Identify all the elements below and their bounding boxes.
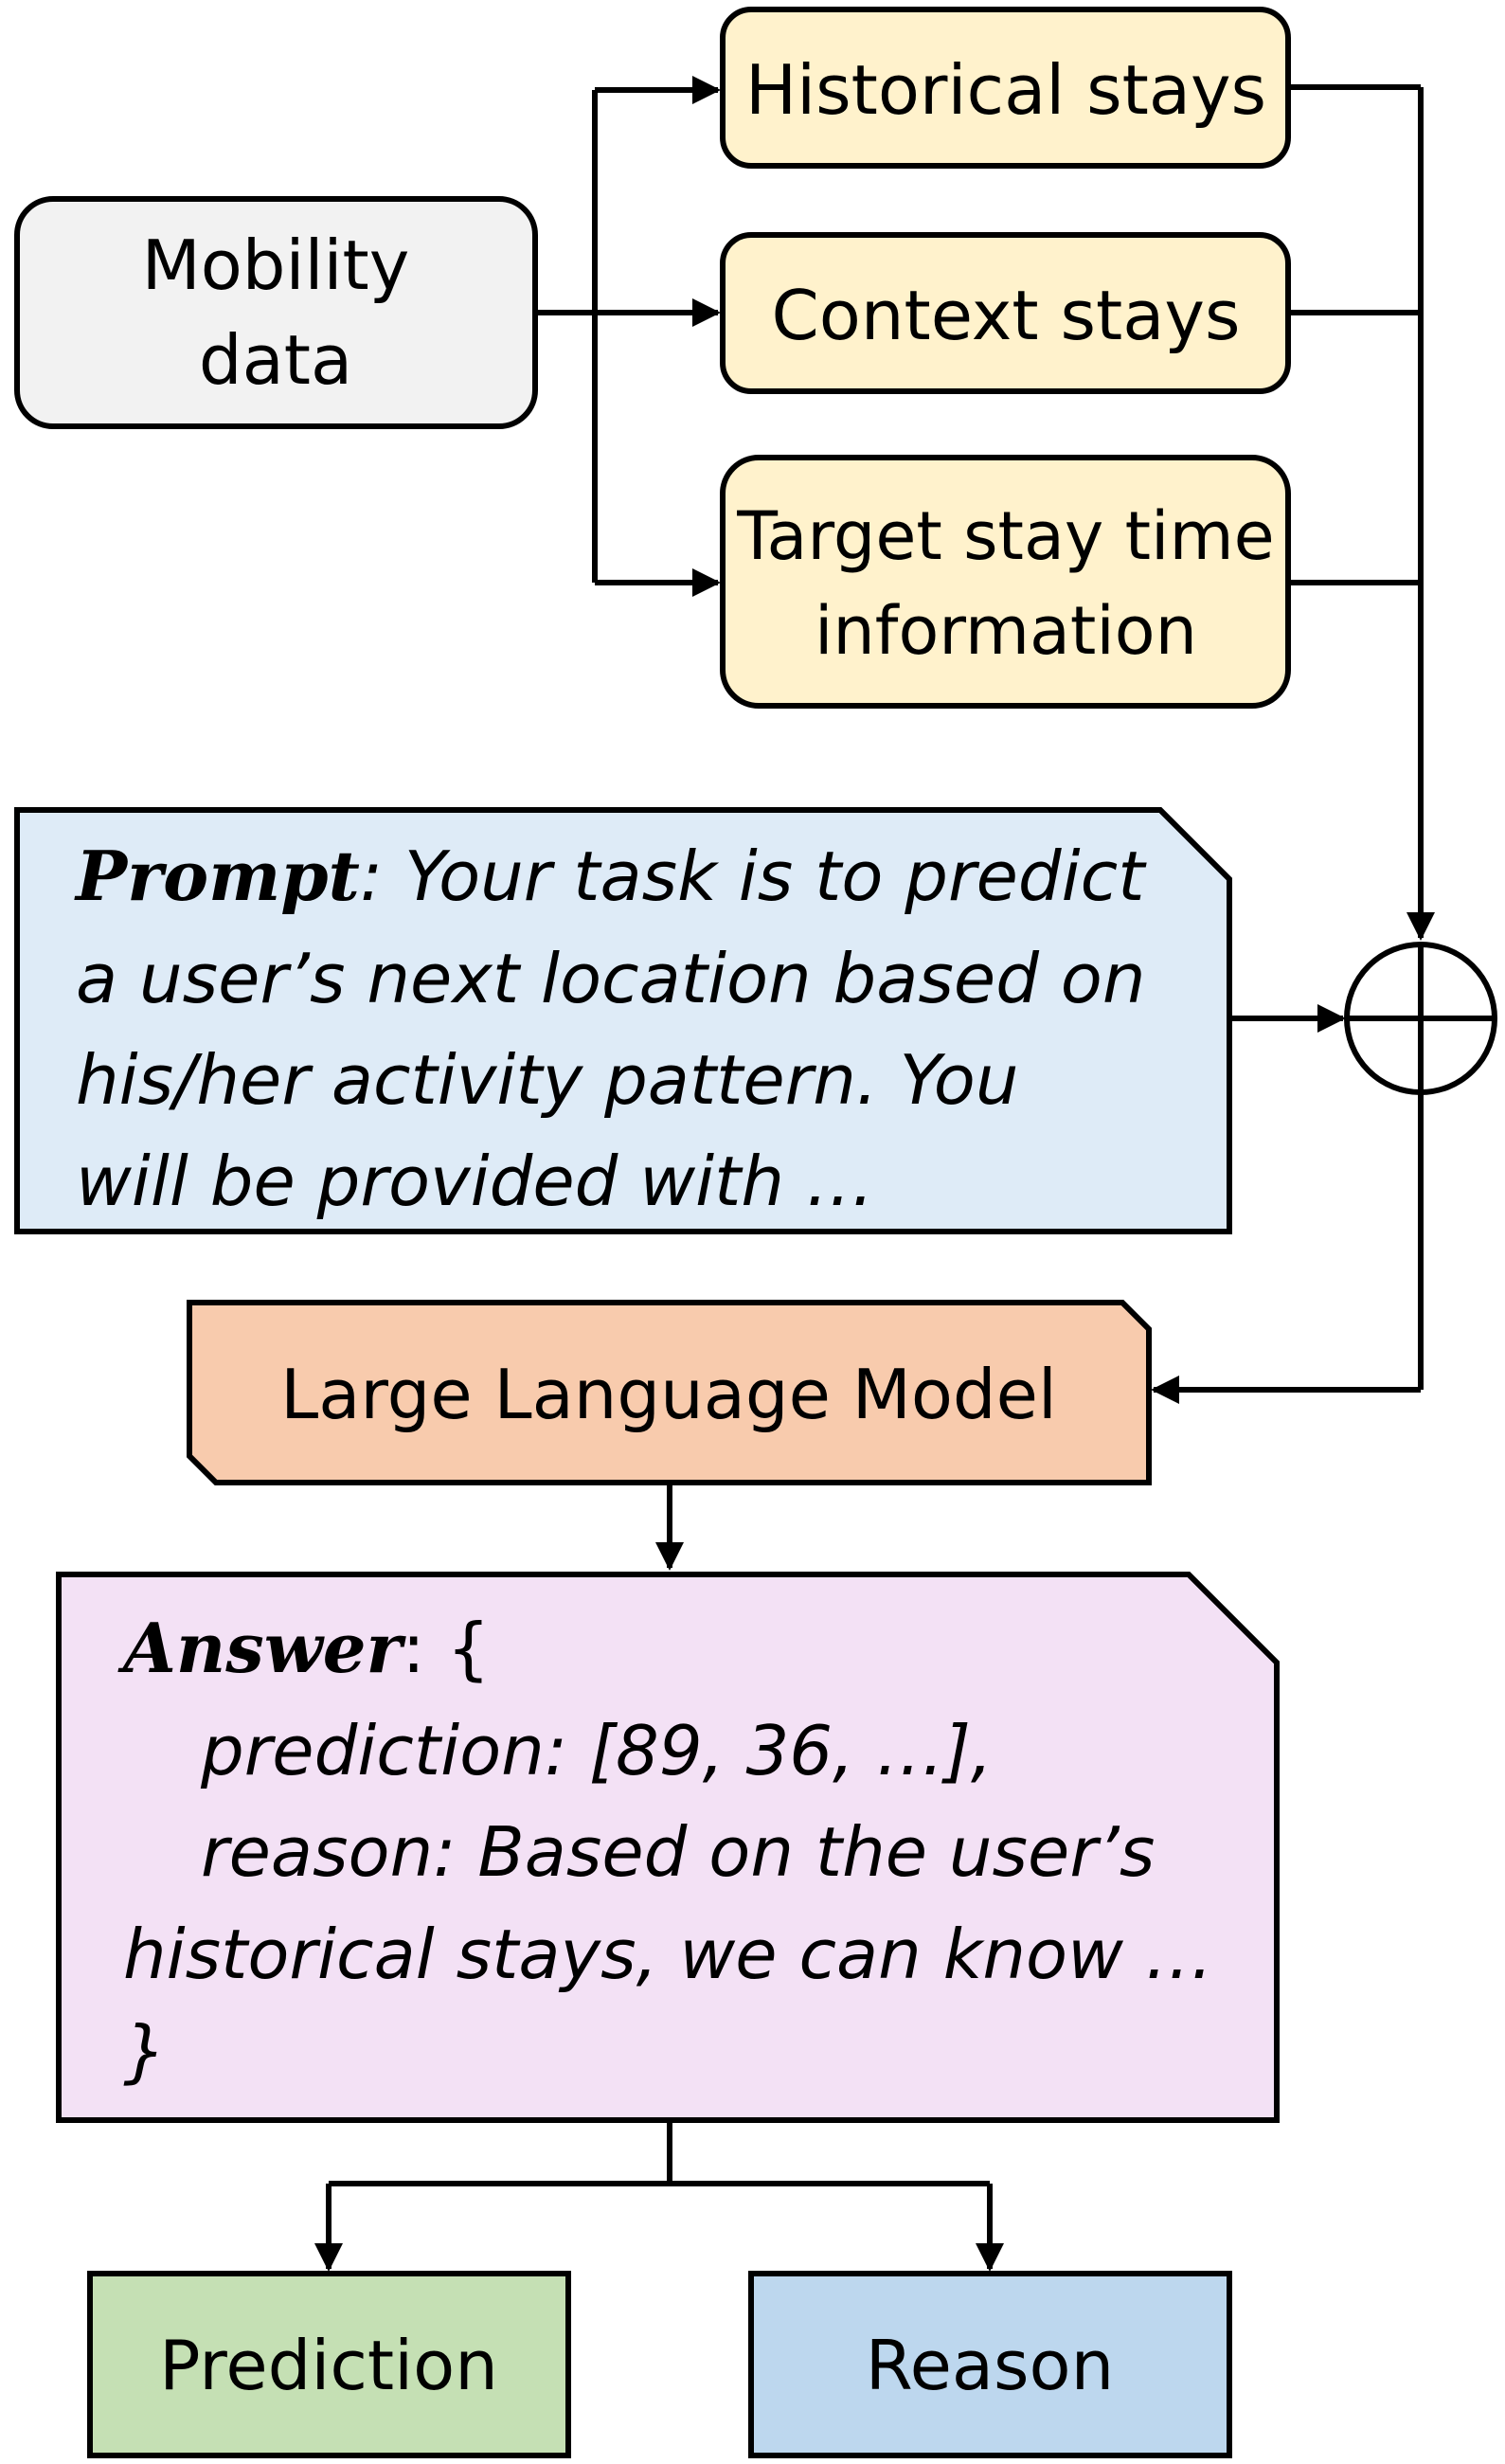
prompt-line4: will be provided with … [76, 1142, 874, 1221]
answer-line3: reason: Based on the user’s [201, 1812, 1155, 1892]
prompt-line3: his/her activity pattern. You [76, 1040, 1018, 1120]
reason-node: Reason [748, 2271, 1232, 2458]
llm-label: Large Language Model [280, 1355, 1057, 1434]
context-stays-label: Context stays [772, 276, 1241, 355]
answer-line1: Answer: { [117, 1608, 490, 1688]
prompt-node: Prompt: Your task is to predict a user’s… [14, 807, 1232, 1234]
llm-node: Large Language Model [187, 1300, 1152, 1485]
reason-label: Reason [866, 2326, 1114, 2405]
answer-line2: prediction: [89, 36, …], [200, 1711, 993, 1790]
answer-line5: } [123, 2011, 167, 2091]
mobility-data-line2: data [199, 320, 352, 400]
target-stay-line2: information [815, 592, 1197, 670]
target-stay-node: Target stay time information [720, 455, 1291, 709]
mobility-data-line1: Mobility [142, 225, 410, 305]
prompt-line1: Prompt: Your task is to predict [74, 836, 1147, 916]
prediction-node: Prediction [87, 2271, 571, 2458]
historical-stays-node: Historical stays [720, 7, 1291, 169]
circle-plus-icon [1344, 942, 1497, 1095]
context-stays-node: Context stays [720, 232, 1291, 394]
connectors [314, 76, 1435, 2272]
prediction-label: Prediction [159, 2326, 498, 2405]
historical-stays-label: Historical stays [745, 50, 1266, 130]
prompt-line2: a user’s next location based on [76, 939, 1145, 1018]
answer-node: Answer: { prediction: [89, 36, …], reaso… [56, 1572, 1280, 2123]
mobility-data-node: Mobility data [14, 196, 538, 429]
answer-line4: historical stays, we can know … [123, 1915, 1213, 1994]
answer-heading: Answer [117, 1608, 407, 1688]
target-stay-line1: Target stay time [736, 497, 1274, 575]
prompt-heading: Prompt [74, 836, 360, 916]
